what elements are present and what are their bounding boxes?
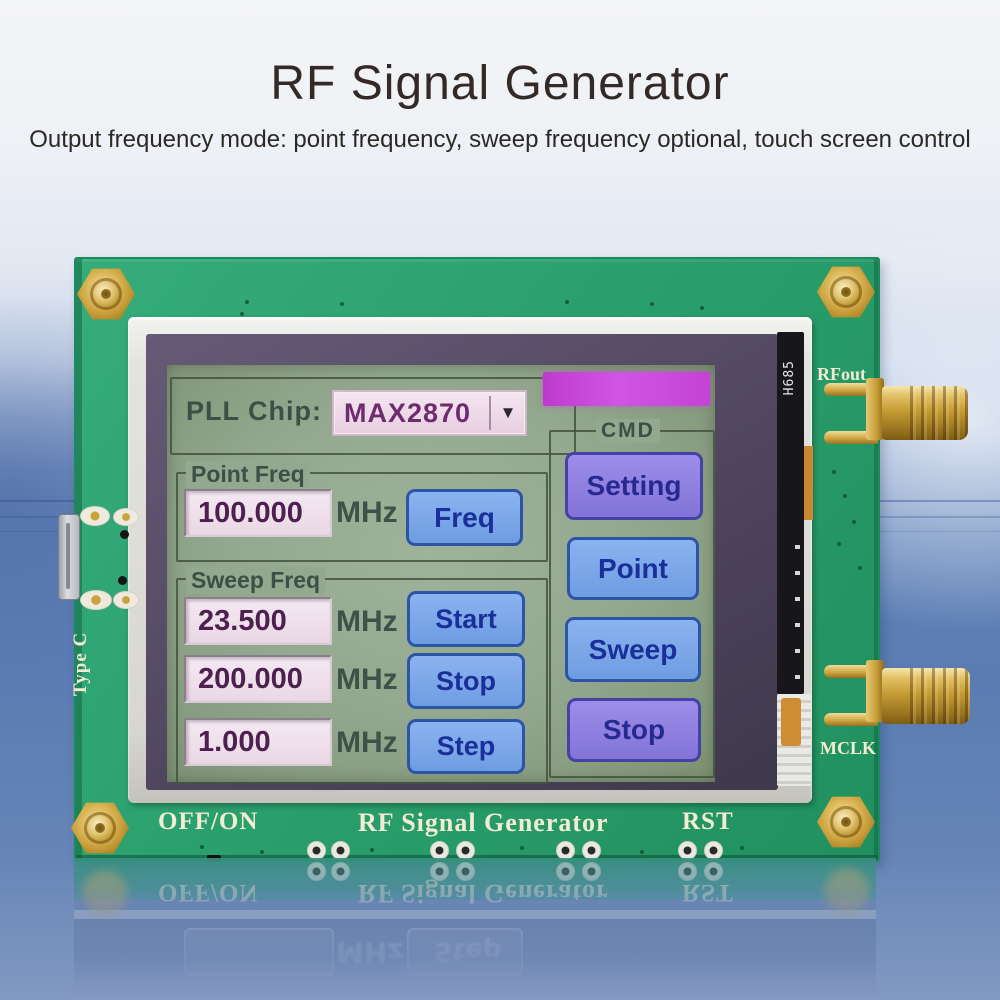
start-button[interactable]: Start [407, 591, 525, 647]
screw-head [84, 812, 116, 844]
pll-chip-dropdown[interactable]: MAX2870 ▼ [332, 390, 527, 436]
usb-label: Type C [70, 631, 91, 696]
via-hole [640, 850, 644, 854]
flex-contacts [795, 545, 800, 685]
sma-leg [824, 665, 878, 678]
usb-type-c-port [58, 514, 80, 600]
lcd-marking-label: H685 [782, 360, 797, 396]
component-dot [120, 530, 129, 539]
screw-head [90, 278, 122, 310]
via-hole [240, 312, 244, 316]
mclk-label: MCLK [820, 738, 876, 758]
cmd-group-label: CMD [596, 419, 660, 443]
dropdown-divider [489, 396, 491, 430]
via-hole [832, 470, 836, 474]
component-dot [118, 576, 127, 585]
rfout-label: RFout [817, 364, 866, 384]
sweep-stop-input[interactable]: 200.000 [184, 655, 332, 703]
solder-pad [113, 508, 139, 526]
sweep-freq-label: Sweep Freq [186, 567, 326, 594]
sma-flange [866, 660, 884, 722]
pll-chip-label: PLL Chip: [186, 396, 322, 426]
sweep-button[interactable]: Sweep [565, 617, 701, 682]
pll-groupbox [170, 377, 576, 455]
via-hole [200, 845, 204, 849]
via-hole [565, 300, 569, 304]
screw-head [830, 276, 862, 308]
solder-pad [80, 590, 112, 610]
rfout-sma-connector [882, 386, 968, 440]
status-indicator [543, 372, 710, 406]
via-hole [740, 846, 744, 850]
via-hole [650, 302, 654, 306]
mclk-sma-connector [882, 668, 970, 724]
solder-pad [113, 591, 139, 609]
via-hole [843, 494, 847, 498]
via-hole [837, 542, 841, 546]
corner-standoff [71, 801, 129, 855]
reset-label: RST [682, 808, 734, 835]
corner-standoff [817, 795, 875, 849]
page-title: RF Signal Generator [270, 57, 730, 110]
point-freq-groupbox [176, 472, 548, 562]
point-freq-label: Point Freq [186, 461, 310, 488]
screw-head [830, 806, 862, 838]
sweep-stop-unit: MHz [336, 663, 398, 696]
board-name-label: RF Signal Generator [358, 808, 609, 837]
point-button[interactable]: Point [567, 537, 699, 600]
sma-leg [824, 713, 878, 726]
via-hole [700, 306, 704, 310]
flex-cable-orange [804, 446, 813, 520]
sweep-step-unit: MHz [336, 726, 398, 759]
via-hole [245, 300, 249, 304]
chevron-down-icon[interactable]: ▼ [499, 403, 517, 422]
point-freq-unit: MHz [336, 496, 398, 529]
sma-leg [824, 431, 878, 444]
pll-chip-value: MAX2870 [344, 397, 472, 428]
via-hole [260, 850, 264, 854]
flex-cable-orange [781, 698, 801, 746]
reflection-fade [74, 858, 876, 1000]
via-hole [340, 302, 344, 306]
sweep-start-unit: MHz [336, 605, 398, 638]
setting-button[interactable]: Setting [565, 452, 703, 520]
sma-leg [824, 383, 878, 396]
freq-button[interactable]: Freq [406, 489, 523, 546]
via-hole [520, 846, 524, 850]
via-hole [858, 566, 862, 570]
corner-standoff [817, 265, 875, 319]
stop-button[interactable]: Stop [407, 653, 525, 709]
sma-flange [866, 378, 884, 440]
via-hole [852, 520, 856, 524]
board-reflection: OFF/ON RF Signal Generator RST MHz Step [74, 858, 876, 1000]
sweep-freq-groupbox [176, 578, 548, 784]
sweep-start-input[interactable]: 23.500 [184, 597, 332, 645]
page-subtitle: Output frequency mode: point frequency, … [29, 126, 971, 153]
solder-pad [80, 506, 110, 526]
step-button[interactable]: Step [407, 719, 525, 774]
point-freq-input[interactable]: 100.000 [184, 489, 332, 537]
sweep-step-input[interactable]: 1.000 [184, 718, 332, 766]
power-switch-label: OFF/ON [158, 808, 259, 835]
corner-standoff [77, 267, 135, 321]
stop-cmd-button[interactable]: Stop [567, 698, 701, 762]
via-hole [370, 848, 374, 852]
